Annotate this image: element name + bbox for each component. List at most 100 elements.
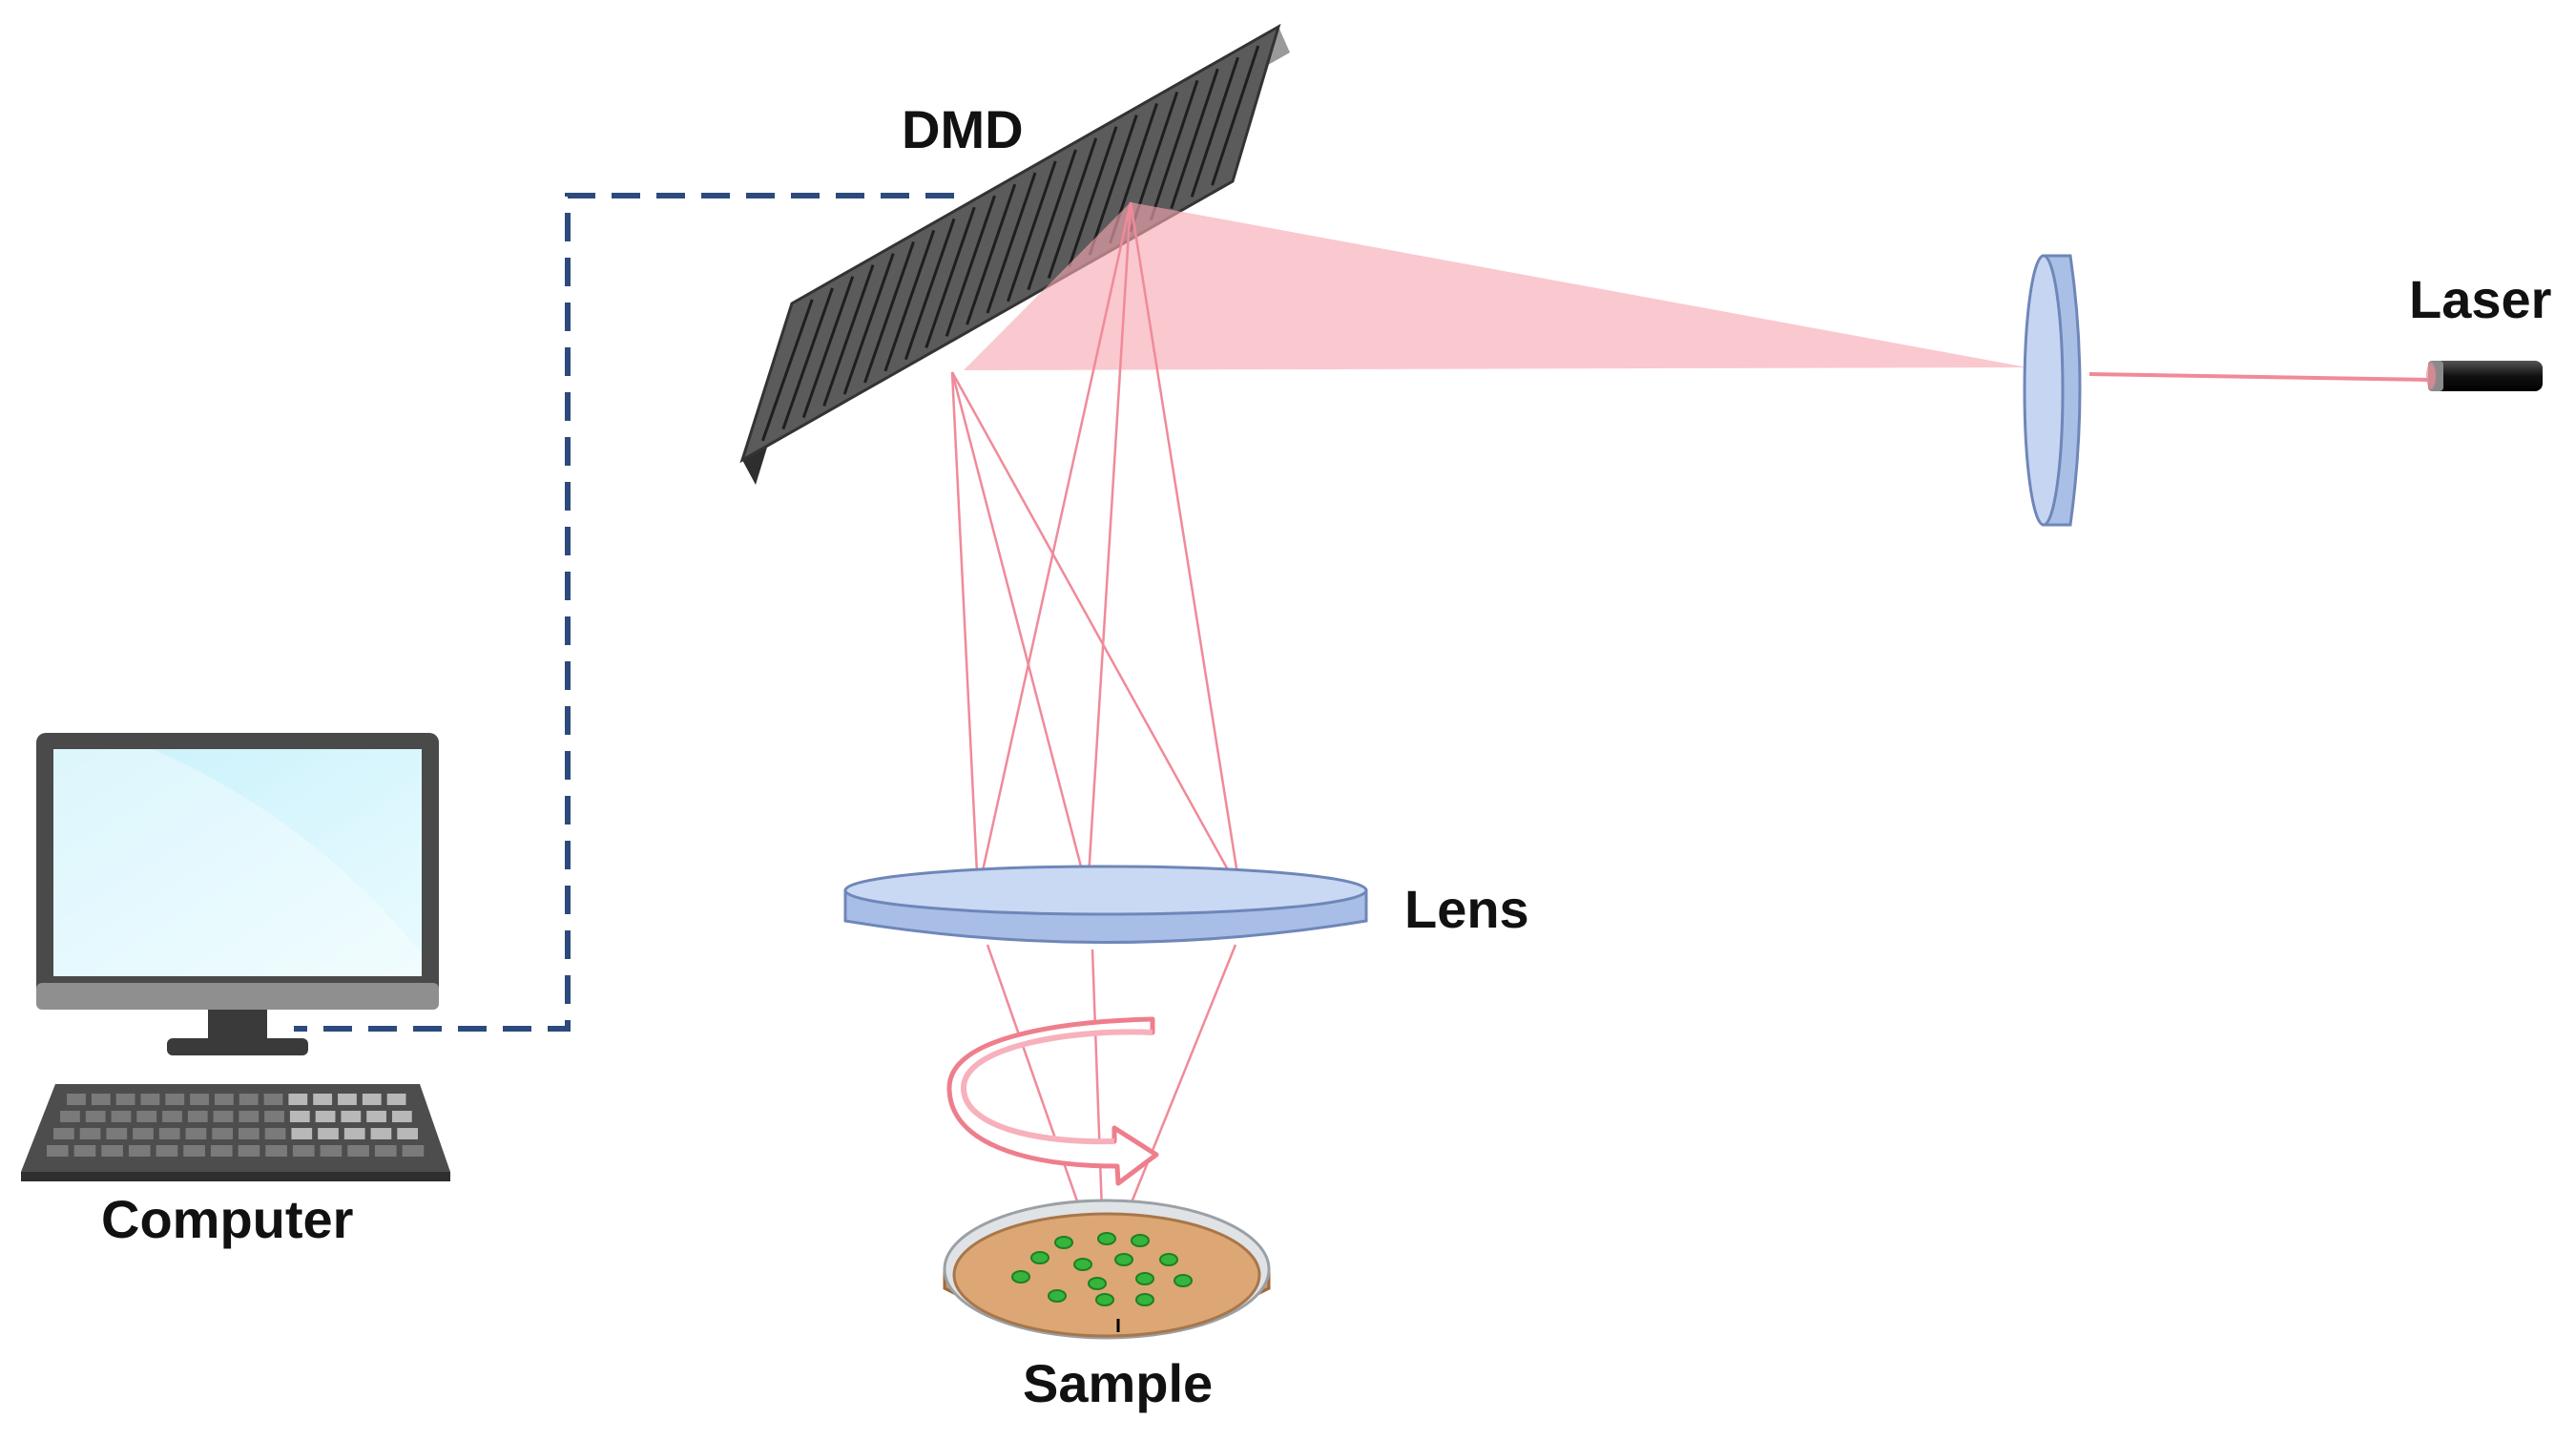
reflected-rays xyxy=(950,201,1242,893)
keyboard-key xyxy=(214,1094,234,1105)
keyboard-key xyxy=(313,1094,333,1105)
desktop-computer-icon xyxy=(21,733,450,1181)
keyboard-key xyxy=(370,1128,392,1139)
keyboard-key xyxy=(183,1145,205,1157)
bacterial-colony xyxy=(1095,1293,1114,1306)
keyboard-key xyxy=(239,1094,259,1105)
keyboard-key xyxy=(185,1128,207,1139)
dmd-mirror-slat xyxy=(1190,56,1239,198)
laser-label: Laser xyxy=(2409,269,2552,329)
keyboard-key xyxy=(106,1128,128,1139)
keyboard-key xyxy=(386,1094,406,1105)
keyboard-key xyxy=(101,1145,123,1157)
keyboard-key xyxy=(213,1111,234,1122)
dmd-mirror-slat xyxy=(801,276,855,418)
bacterial-colony xyxy=(1135,1293,1154,1306)
dmd-mirror-slat xyxy=(986,172,1037,314)
keyboard-key xyxy=(85,1111,106,1122)
keyboard-key xyxy=(343,1128,365,1139)
keyboard-key xyxy=(128,1145,151,1157)
keyboard-key xyxy=(320,1145,343,1157)
keyboard-key xyxy=(265,1145,287,1157)
keyboard-key xyxy=(402,1145,425,1157)
keyboard-key xyxy=(111,1111,132,1122)
keyboard-key xyxy=(374,1145,397,1157)
dmd-mirror-slat xyxy=(1211,45,1260,186)
control-cable xyxy=(294,193,954,1032)
keyboard-key xyxy=(212,1128,233,1139)
dmd-mirror-slat xyxy=(1149,79,1199,221)
dmd-mirror-slat xyxy=(945,195,996,337)
keyboard-key xyxy=(238,1145,260,1157)
keyboard-key xyxy=(136,1111,157,1122)
dmd-mirror-slat xyxy=(924,206,976,348)
bacterial-colony xyxy=(1011,1270,1030,1283)
sample-label: Sample xyxy=(1023,1353,1214,1413)
dmd-mirror-slat xyxy=(842,253,895,395)
keyboard-key xyxy=(140,1094,160,1105)
keyboard-key xyxy=(165,1094,185,1105)
keyboard-key xyxy=(162,1111,182,1122)
keyboard-key xyxy=(73,1145,96,1157)
keyboard-key xyxy=(366,1111,386,1122)
dmd-mirror-slat xyxy=(863,241,915,384)
bacterial-colony xyxy=(1073,1258,1092,1271)
dmd-mirror-slat xyxy=(822,264,875,407)
keyboard-key xyxy=(158,1128,180,1139)
focused-rays xyxy=(986,944,1237,1213)
laser-beam xyxy=(2088,372,2429,382)
keyboard-key xyxy=(315,1111,336,1122)
keyboard-key xyxy=(210,1145,233,1157)
keyboard-key xyxy=(318,1128,339,1139)
laser-pointer-icon xyxy=(2426,361,2543,391)
bacterial-colony xyxy=(1174,1274,1193,1287)
dmd-mirror-slat xyxy=(761,299,814,442)
bacterial-colony xyxy=(1114,1253,1133,1266)
keyboard-key xyxy=(46,1145,69,1157)
expanded-beam xyxy=(964,202,2027,370)
dmd-icon xyxy=(739,23,1290,485)
petri-dish-icon xyxy=(943,1199,1271,1340)
dmd-mirror-slat xyxy=(1047,137,1098,279)
keyboard-key xyxy=(288,1094,308,1105)
collimator-lens xyxy=(2023,254,2082,527)
rotation-arrow-icon xyxy=(946,1016,1159,1186)
keyboard-key xyxy=(239,1111,260,1122)
dmd-mirror-slat xyxy=(1068,126,1118,267)
keyboard-key xyxy=(133,1128,154,1139)
dmd-mirror-slat xyxy=(1088,115,1138,256)
dmd-mirror-slat xyxy=(1027,149,1077,291)
lens-label: Lens xyxy=(1404,879,1529,939)
dmd-mirror-slat xyxy=(1006,160,1057,303)
keyboard-key xyxy=(341,1111,362,1122)
keyboard-key xyxy=(391,1111,412,1122)
bacterial-colony xyxy=(1131,1234,1150,1247)
keyboard-key xyxy=(263,1094,283,1105)
keyboard-key xyxy=(79,1128,101,1139)
bacterial-colony xyxy=(1159,1253,1178,1266)
computer-label: Computer xyxy=(101,1189,354,1249)
keyboard-key xyxy=(187,1111,208,1122)
keyboard-key xyxy=(264,1111,284,1122)
bacterial-colony xyxy=(1097,1232,1116,1245)
keyboard-key xyxy=(115,1094,135,1105)
keyboard-key xyxy=(291,1128,313,1139)
bacterial-colony xyxy=(1135,1272,1154,1285)
keyboard-key xyxy=(397,1128,418,1139)
projection-lens xyxy=(843,865,1368,944)
keyboard-key xyxy=(347,1145,369,1157)
keyboard-key xyxy=(289,1111,310,1122)
dmd-mirror-slat xyxy=(883,229,936,372)
keyboard-key xyxy=(292,1145,315,1157)
keyboard-key xyxy=(53,1128,74,1139)
dmd-mirror-slat xyxy=(904,218,956,361)
dmd-mirror-slat xyxy=(781,287,834,430)
keyboard-key xyxy=(91,1094,111,1105)
keyboard-key xyxy=(264,1128,286,1139)
keyboard-key xyxy=(67,1094,86,1105)
bacterial-colony xyxy=(1048,1289,1067,1303)
keyboard-key xyxy=(362,1094,382,1105)
keyboard-key xyxy=(60,1111,80,1122)
